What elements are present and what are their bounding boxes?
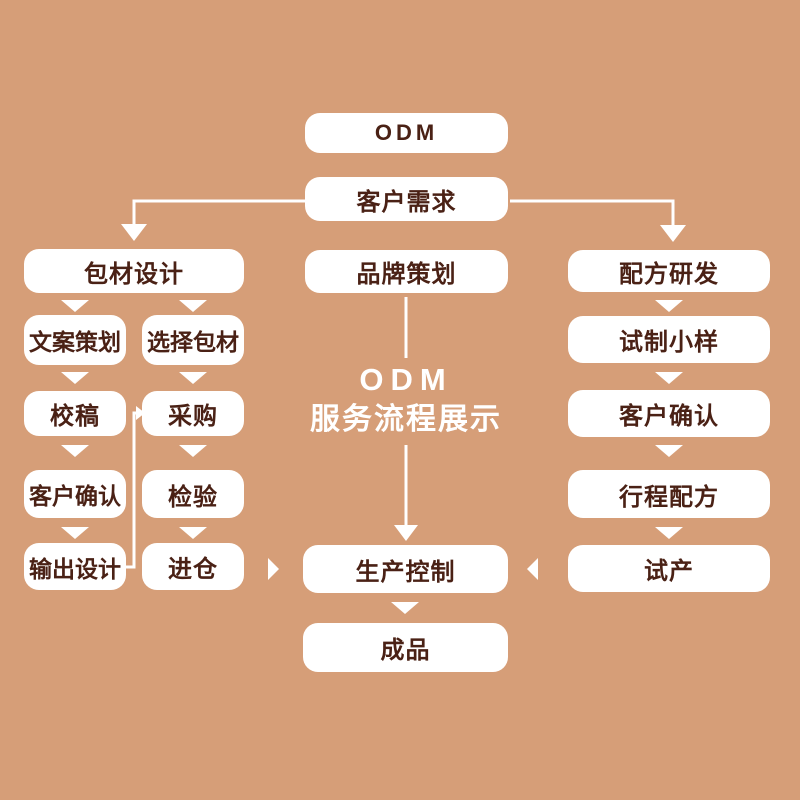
arrow-down-icon bbox=[655, 527, 683, 539]
node-formula-rd: 配方研发 bbox=[568, 250, 770, 292]
arrow-down-icon bbox=[655, 300, 683, 312]
center-title-line1: ODM bbox=[359, 362, 453, 397]
node-customer-confirm-right: 客户确认 bbox=[568, 390, 770, 437]
node-finished-product: 成品 bbox=[303, 623, 508, 672]
node-odm: ODM bbox=[305, 113, 508, 153]
node-customer-confirm-left: 客户确认 bbox=[24, 470, 126, 518]
arrow-down-icon bbox=[655, 372, 683, 384]
arrow-down-icon bbox=[179, 527, 207, 539]
node-warehousing: 进仓 bbox=[142, 543, 244, 590]
node-schedule-formula: 行程配方 bbox=[568, 470, 770, 518]
arrow-down-icon bbox=[61, 300, 89, 312]
arrow-down-icon bbox=[61, 527, 89, 539]
arrow-down-icon bbox=[179, 445, 207, 457]
node-packaging-design: 包材设计 bbox=[24, 249, 244, 293]
node-production-control: 生产控制 bbox=[303, 545, 508, 593]
node-purchasing: 采购 bbox=[142, 391, 244, 436]
arrow-down-icon bbox=[61, 372, 89, 384]
center-title: ODM 服务流程展示 bbox=[280, 362, 532, 437]
node-output-design: 输出设计 bbox=[24, 543, 126, 590]
node-copywriting: 文案策划 bbox=[24, 315, 126, 365]
node-inspection: 检验 bbox=[142, 470, 244, 518]
node-trial-sample: 试制小样 bbox=[568, 316, 770, 363]
arrow-right-icon bbox=[268, 558, 279, 580]
center-title-line2: 服务流程展示 bbox=[310, 402, 502, 436]
node-brand-planning: 品牌策划 bbox=[305, 250, 508, 293]
node-customer-needs: 客户需求 bbox=[305, 177, 508, 221]
node-trial-production: 试产 bbox=[568, 545, 770, 592]
arrow-left-icon bbox=[527, 558, 538, 580]
arrow-down-icon bbox=[179, 300, 207, 312]
arrow-down-icon bbox=[61, 445, 89, 457]
arrow-down-icon bbox=[391, 602, 419, 614]
arrow-down-icon bbox=[179, 372, 207, 384]
arrow-down-icon bbox=[655, 445, 683, 457]
node-select-packaging: 选择包材 bbox=[142, 315, 244, 365]
node-proofreading: 校稿 bbox=[24, 391, 126, 436]
